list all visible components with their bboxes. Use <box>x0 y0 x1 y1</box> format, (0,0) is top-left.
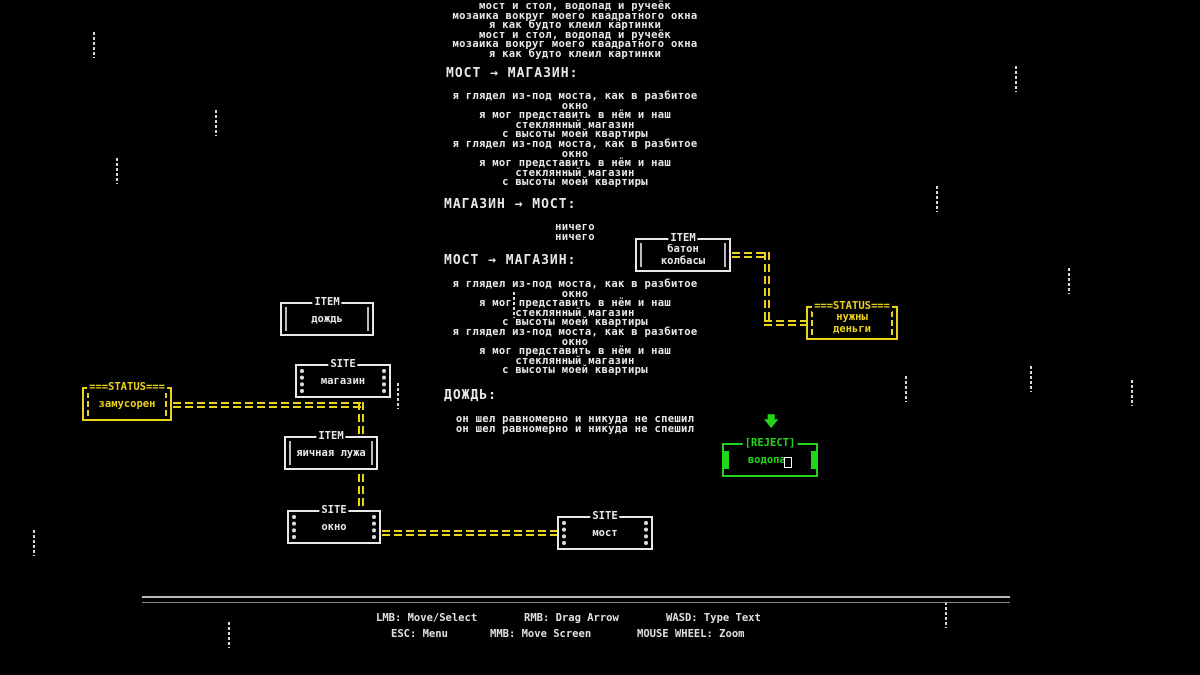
poem-line: стеклянный магазин <box>515 166 635 179</box>
help-lmb: LMB: Move/Select <box>376 612 478 624</box>
rain-streak <box>905 376 907 402</box>
node-label: магазин <box>320 375 366 387</box>
poem-line: я мог представить в нём и наш <box>478 109 672 122</box>
link-status-to-window[interactable] <box>173 402 363 408</box>
poem-section-block: он шел равномерно и никуда не спешил он … <box>330 413 820 435</box>
section-heading: ДОЖДЬ: <box>444 388 497 403</box>
poem-line: стеклянный магазин <box>515 118 635 131</box>
node-label: мост <box>592 527 618 539</box>
site-node-shop[interactable]: SITE магазин <box>295 358 391 398</box>
text-cursor-icon <box>784 457 792 468</box>
poem-line: с высоты моей квартиры <box>502 316 648 329</box>
node-tag: [REJECT] <box>742 437 798 449</box>
site-node-bridge[interactable]: SITE мост <box>557 510 653 550</box>
link-window-to-bridge[interactable] <box>382 530 557 536</box>
help-divider <box>142 596 1010 603</box>
status-node-messy[interactable]: ===STATUS=== замусорен <box>82 381 172 421</box>
link-sausage-to-money[interactable] <box>732 252 766 258</box>
poem-section-block: я глядел из-под моста, как в разбитое ок… <box>330 90 820 189</box>
poem-line: мозаика вокруг моего квадратного окна <box>452 38 698 51</box>
poem-line: ничего <box>555 221 595 233</box>
site-node-window[interactable]: SITE окно <box>287 504 381 544</box>
node-tag: SITE <box>328 358 358 370</box>
node-tag: SITE <box>590 510 620 522</box>
status-node-need-money[interactable]: ===STATUS=== нужны деньги <box>806 300 898 340</box>
node-label: батон колбасы <box>660 243 706 267</box>
node-label: окно <box>321 521 347 533</box>
poem-line: окно <box>561 287 589 300</box>
poem-line: я мог представить в нём и наш <box>478 157 672 170</box>
poem-line: я глядел из-под моста, как в разбитое <box>452 90 698 102</box>
section-heading: МАГАЗИН → МОСТ: <box>444 197 577 212</box>
rain-streak <box>936 186 938 212</box>
poem-line: окно <box>561 147 589 160</box>
poem-line: с высоты моей квартиры <box>502 364 648 377</box>
rain-streak <box>513 292 515 318</box>
node-label: водопад <box>747 454 793 466</box>
poem-line: окно <box>561 335 589 348</box>
rain-streak <box>215 110 217 136</box>
down-arrow-icon: 🡇 <box>764 414 779 430</box>
node-label: нужны деньги <box>833 311 871 335</box>
reject-node-waterfall[interactable]: [REJECT] водопад <box>722 437 818 477</box>
link-sausage-to-money[interactable] <box>764 320 806 326</box>
poem-line: я мог представить в нём и наш <box>478 297 672 310</box>
item-node-sausage[interactable]: ITEM батон колбасы <box>635 232 731 272</box>
poem-line: с высоты моей квартиры <box>502 128 648 141</box>
poem-line: я как будто клеил картинки <box>488 47 662 60</box>
node-tag: ===STATUS=== <box>812 300 892 312</box>
item-node-rain[interactable]: ITEM дождь <box>280 296 374 336</box>
help-wheel: MOUSE WHEEL: Zoom <box>637 628 745 640</box>
section-heading: МОСТ → МАГАЗИН: <box>446 66 579 81</box>
poem-line: мост и стол, водопад и ручеёк <box>478 28 672 41</box>
poem-section-block: я глядел из-под моста, как в разбитое ок… <box>330 278 820 377</box>
node-tag: ===STATUS=== <box>87 381 167 393</box>
poem-top-block: мост и стол, водопад и ручеёк мозаика во… <box>330 0 820 60</box>
node-tag: ITEM <box>312 296 342 308</box>
poem-line: мост и стол, водопад и ручеёк <box>478 0 672 12</box>
node-tag: SITE <box>319 504 349 516</box>
poem-line: стеклянный магазин <box>515 306 635 319</box>
help-esc: ESC: Menu <box>391 628 448 640</box>
poem-line: стеклянный магазин <box>515 354 635 367</box>
rain-streak <box>228 622 230 648</box>
poem-line: ничего <box>555 230 595 243</box>
link-sausage-to-money[interactable] <box>764 252 770 324</box>
node-label: яичная лужа <box>296 447 366 459</box>
node-tag: ITEM <box>316 430 346 442</box>
section-heading: МОСТ → МАГАЗИН: <box>444 253 577 268</box>
poem-line: я глядел из-под моста, как в разбитое <box>452 278 698 290</box>
poem-line: окно <box>561 99 589 112</box>
poem-line: с высоты моей квартиры <box>502 176 648 189</box>
rain-streak <box>116 158 118 184</box>
node-label: замусорен <box>98 398 156 410</box>
help-rmb: RMB: Drag Arrow <box>524 612 619 624</box>
rain-streak <box>397 383 399 409</box>
rain-streak <box>93 32 95 58</box>
poem-line: я как будто клеил картинки <box>488 19 662 32</box>
poem-line: я мог представить в нём и наш <box>478 345 672 358</box>
node-label: дождь <box>311 313 343 325</box>
poem-line: мозаика вокруг моего квадратного окна <box>452 9 698 22</box>
poem-line: я глядел из-под моста, как в разбитое <box>452 325 698 338</box>
poem-line: я глядел из-под моста, как в разбитое <box>452 137 698 150</box>
rain-streak <box>1015 66 1017 92</box>
help-wasd: WASD: Type Text <box>666 612 761 624</box>
rain-streak <box>1068 268 1070 294</box>
rain-streak <box>1131 380 1133 406</box>
poem-line: он шел равномерно и никуда не спешил <box>455 413 695 425</box>
help-mmb: MMB: Move Screen <box>490 628 592 640</box>
rain-streak <box>33 530 35 556</box>
poem-line: он шел равномерно и никуда не спешил <box>455 422 695 435</box>
rain-streak <box>945 602 947 628</box>
poem-section-block: ничего ничего <box>330 221 820 243</box>
item-node-egg-puddle[interactable]: ITEM яичная лужа <box>284 430 378 470</box>
rain-streak <box>1030 366 1032 392</box>
node-tag: ITEM <box>668 232 698 244</box>
